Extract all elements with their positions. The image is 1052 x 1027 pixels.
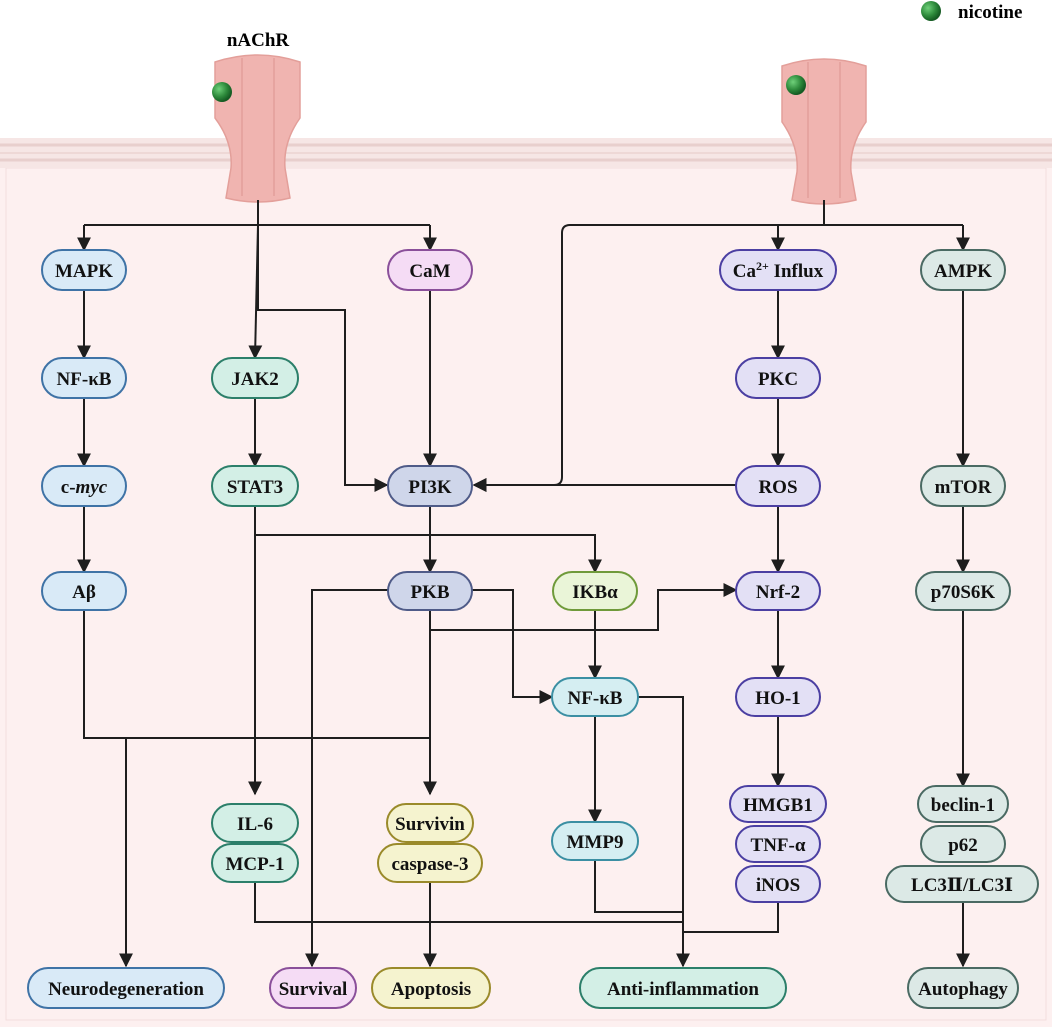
node-inos: iNOS: [735, 865, 821, 903]
svg-text:c-myc: c-myc: [61, 477, 108, 498]
node-ros: ROS: [735, 465, 821, 507]
svg-text:CaM: CaM: [409, 261, 450, 282]
node-ca-influx: Ca2+ Influx: [719, 249, 837, 291]
node-tnfa: TNF-α: [735, 825, 821, 863]
node-pi3k: PI3K: [387, 465, 473, 507]
svg-text:PKC: PKC: [758, 369, 798, 390]
outcome-apoptosis: Apoptosis: [371, 967, 491, 1009]
svg-text:Ca2+ Influx: Ca2+ Influx: [733, 259, 824, 282]
nicotine-icon: [921, 1, 941, 21]
node-nfkb-center: NF-κB: [551, 677, 639, 717]
node-nfkb-left: NF-κB: [41, 357, 127, 399]
svg-text:MAPK: MAPK: [55, 261, 113, 282]
svg-text:ROS: ROS: [758, 477, 797, 498]
svg-text:Apoptosis: Apoptosis: [391, 979, 471, 1000]
outcome-autophagy: Autophagy: [907, 967, 1019, 1009]
node-survivin: Survivin: [386, 803, 474, 843]
svg-text:caspase-3: caspase-3: [391, 854, 468, 875]
svg-text:STAT3: STAT3: [227, 477, 283, 498]
node-hmgb1: HMGB1: [729, 785, 827, 823]
node-ho1: HO-1: [735, 677, 821, 717]
legend-label: nicotine: [958, 2, 1022, 23]
node-stat3: STAT3: [211, 465, 299, 507]
outcome-neurodegeneration: Neurodegeneration: [27, 967, 225, 1009]
svg-text:PKB: PKB: [410, 582, 449, 603]
node-beclin1: beclin-1: [917, 785, 1009, 823]
node-mcp1: MCP-1: [211, 843, 299, 883]
svg-text:HO-1: HO-1: [755, 688, 800, 709]
node-nrf2: Nrf-2: [735, 571, 821, 611]
svg-text:MMP9: MMP9: [567, 832, 624, 853]
node-p62: p62: [920, 825, 1006, 863]
node-mmp9: MMP9: [551, 821, 639, 861]
svg-text:Anti-inflammation: Anti-inflammation: [607, 979, 759, 1000]
node-pkb: PKB: [387, 571, 473, 611]
node-jak2: JAK2: [211, 357, 299, 399]
svg-text:mTOR: mTOR: [935, 477, 992, 498]
node-pkc: PKC: [735, 357, 821, 399]
svg-text:AMPK: AMPK: [934, 261, 992, 282]
node-mtor: mTOR: [920, 465, 1006, 507]
svg-text:NF-κB: NF-κB: [57, 369, 112, 390]
node-lc3: LC3Ⅱ/LC3Ⅰ: [885, 865, 1039, 903]
svg-text:Autophagy: Autophagy: [918, 979, 1008, 1000]
node-ampk: AMPK: [920, 249, 1006, 291]
svg-text:IL-6: IL-6: [237, 814, 273, 835]
svg-text:p70S6K: p70S6K: [931, 582, 996, 603]
node-il6: IL-6: [211, 803, 299, 843]
legend: nicotine: [921, 1, 1022, 23]
svg-text:TNF-α: TNF-α: [751, 835, 806, 856]
svg-text:NF-κB: NF-κB: [568, 688, 623, 709]
nachr-receptor-left: [212, 54, 301, 203]
node-cam: CaM: [387, 249, 473, 291]
node-p70s6k: p70S6K: [915, 571, 1011, 611]
svg-text:beclin-1: beclin-1: [931, 795, 995, 816]
svg-text:IKBα: IKBα: [572, 582, 618, 603]
node-mapk: MAPK: [41, 249, 127, 291]
node-cmyc: c-myc: [41, 465, 127, 507]
svg-text:Aβ: Aβ: [72, 582, 96, 603]
svg-text:PI3K: PI3K: [408, 477, 452, 498]
svg-text:p62: p62: [948, 835, 978, 856]
nachr-receptor-right: [781, 58, 867, 205]
outcome-anti-inflammation: Anti-inflammation: [579, 967, 787, 1009]
node-abeta: Aβ: [41, 571, 127, 611]
svg-text:MCP-1: MCP-1: [225, 854, 284, 875]
cytoplasm: [0, 165, 1052, 1027]
svg-text:Neurodegeneration: Neurodegeneration: [48, 979, 204, 1000]
svg-text:Survival: Survival: [279, 979, 348, 1000]
svg-text:JAK2: JAK2: [231, 369, 279, 390]
svg-text:LC3Ⅱ/LC3Ⅰ: LC3Ⅱ/LC3Ⅰ: [911, 875, 1013, 896]
svg-text:HMGB1: HMGB1: [743, 795, 813, 816]
outcome-survival: Survival: [269, 967, 357, 1009]
cell-membrane: [0, 138, 1052, 168]
pathway-edges: [77, 200, 970, 968]
node-ikba: IKBα: [552, 571, 638, 611]
node-caspase3: caspase-3: [377, 843, 483, 883]
svg-text:iNOS: iNOS: [756, 875, 800, 896]
receptor-label: nAChR: [227, 30, 290, 51]
svg-text:Survivin: Survivin: [395, 814, 465, 835]
svg-text:Nrf-2: Nrf-2: [756, 582, 800, 603]
